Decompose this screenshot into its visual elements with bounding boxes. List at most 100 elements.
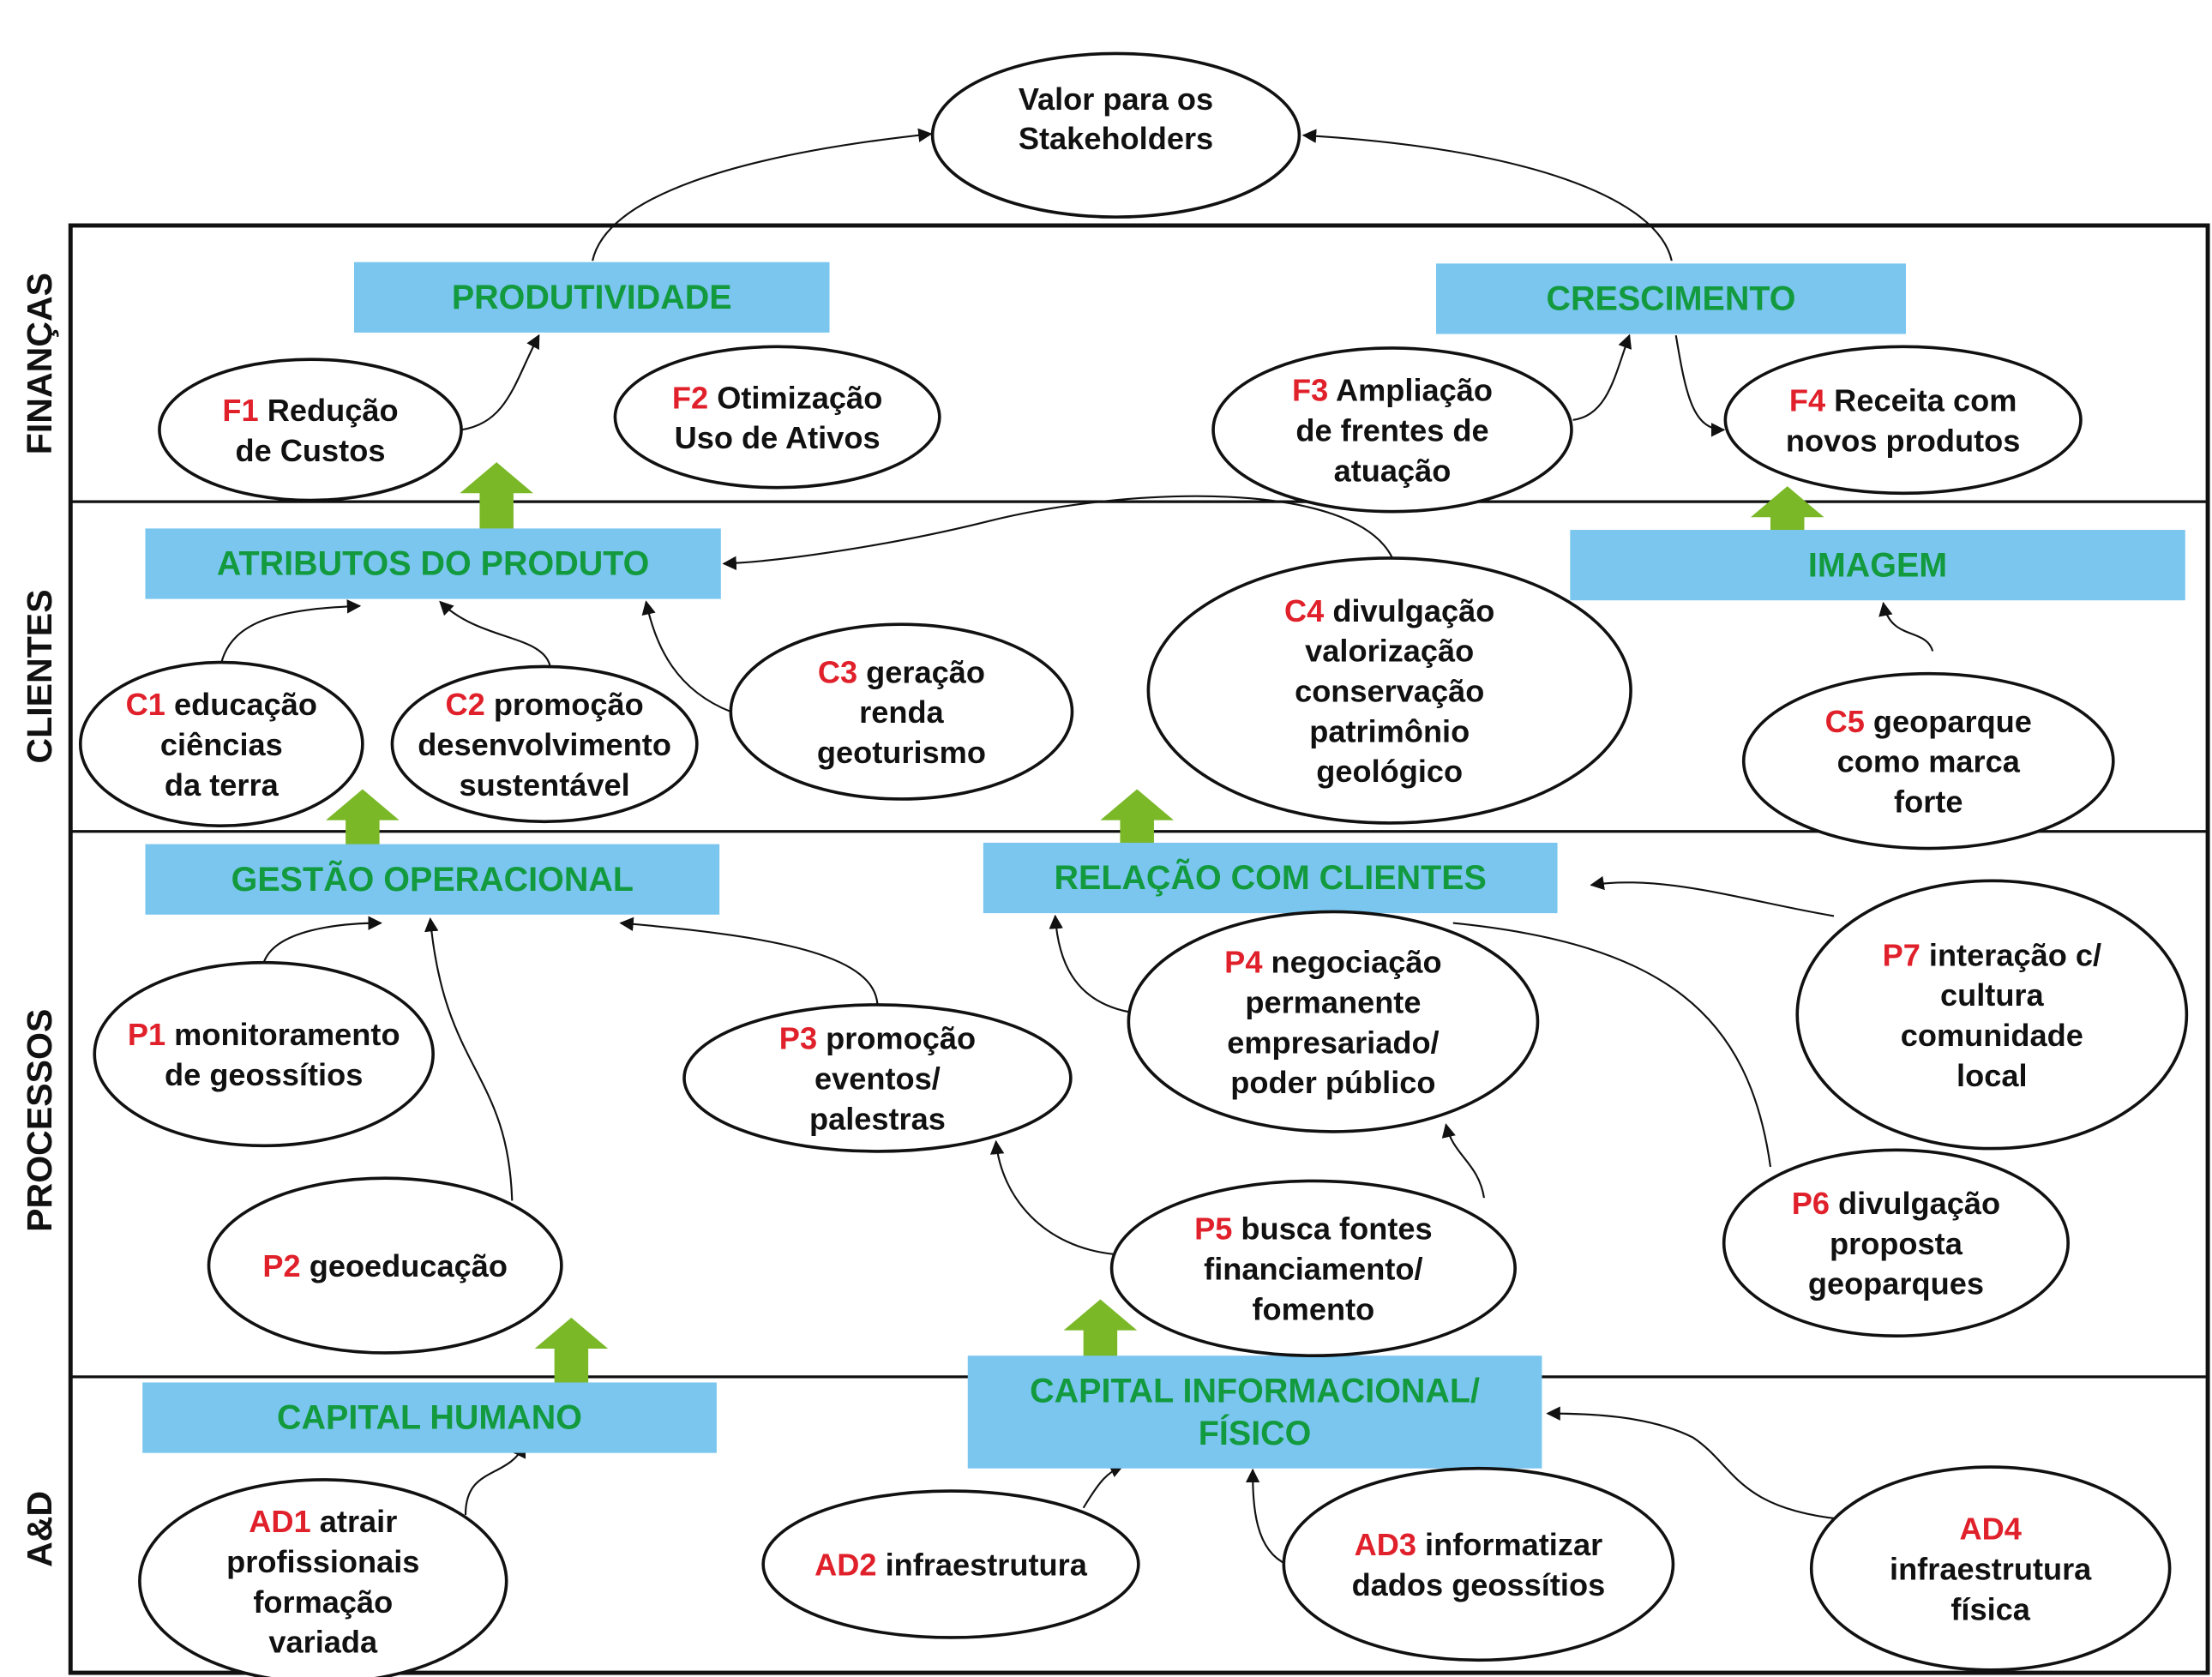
objective-code: C5 bbox=[1825, 704, 1865, 739]
objective-f4: F4 Receita com novos produtos bbox=[1723, 345, 2083, 496]
theme-atributos: ATRIBUTOS DO PRODUTO bbox=[145, 528, 721, 599]
connector-arrow bbox=[619, 917, 879, 1006]
goal-label: Stakeholders bbox=[1019, 121, 1213, 156]
objective-ad3: AD3 informatizar dados geossítios bbox=[1282, 1466, 1675, 1662]
connector-arrow bbox=[592, 128, 933, 261]
objective-label: AD3 informatizar bbox=[1355, 1527, 1603, 1562]
objective-label: Uso de Ativos bbox=[675, 420, 881, 455]
goal-label: Valor para os bbox=[1019, 81, 1213, 117]
objective-code: F4 bbox=[1789, 383, 1825, 418]
theme-label: PRODUTIVIDADE bbox=[452, 279, 732, 316]
objective-code: AD2 bbox=[814, 1548, 876, 1583]
objective-label: F2 Otimização bbox=[672, 380, 882, 415]
theme-label: CAPITAL HUMANO bbox=[277, 1399, 582, 1437]
objective-label: permanente bbox=[1245, 984, 1421, 1019]
objective-code: P6 bbox=[1792, 1186, 1830, 1221]
connector-arrow bbox=[1049, 914, 1129, 1013]
connector-arrow bbox=[424, 917, 514, 1201]
objective-label: P6 divulgação bbox=[1792, 1186, 2000, 1221]
theme-label: CAPITAL INFORMACIONAL/ bbox=[1030, 1372, 1480, 1410]
connector-arrow bbox=[641, 600, 731, 713]
objective-label: desenvolvimento bbox=[418, 727, 671, 762]
theme-imagem: IMAGEM bbox=[1570, 530, 2185, 601]
connector-arrow bbox=[1082, 1464, 1125, 1509]
objective-label: AD2 infraestrutura bbox=[814, 1548, 1088, 1583]
objective-label: C3 geração bbox=[818, 654, 985, 689]
objective-label: eventos/ bbox=[814, 1061, 941, 1097]
objective-code: C3 bbox=[818, 654, 857, 689]
connector-arrow bbox=[220, 599, 362, 663]
theme-label: RELAÇÃO COM CLIENTES bbox=[1054, 859, 1486, 897]
objective-label: da terra bbox=[165, 767, 280, 802]
objective-label: renda bbox=[859, 694, 944, 730]
objective-label: F3 Ampliação bbox=[1292, 373, 1493, 408]
objective-label: de frentes de bbox=[1295, 412, 1488, 448]
perspective-label: A&D bbox=[20, 1491, 59, 1567]
objective-label: poder público bbox=[1230, 1065, 1435, 1100]
objective-label: C1 educação bbox=[126, 687, 317, 722]
connector-arrow bbox=[460, 334, 540, 431]
objective-code: C4 bbox=[1284, 593, 1324, 628]
connector-arrow bbox=[989, 1139, 1115, 1255]
objective-code: F3 bbox=[1292, 373, 1328, 408]
objective-label: geoturismo bbox=[817, 735, 986, 770]
theme-crescimento: CRESCIMENTO bbox=[1436, 263, 1906, 334]
up-arrow-icon bbox=[460, 462, 533, 531]
objective-code: P3 bbox=[779, 1021, 817, 1056]
theme-label: CRESCIMENTO bbox=[1546, 280, 1795, 318]
objective-label: AD4 bbox=[1959, 1512, 2021, 1547]
objective-label: dados geossítios bbox=[1352, 1567, 1606, 1602]
objective-label: cultura bbox=[1940, 977, 2045, 1013]
theme-produtividade: PRODUTIVIDADE bbox=[353, 261, 830, 333]
objective-ad2: AD2 infraestrutura bbox=[761, 1489, 1140, 1639]
connector-arrow bbox=[1441, 1123, 1486, 1199]
objective-code: P2 bbox=[262, 1248, 300, 1283]
map-frame bbox=[68, 223, 2210, 1675]
objective-label: P2 geoeducação bbox=[262, 1248, 508, 1283]
objective-label: infraestrutura bbox=[1890, 1552, 2092, 1587]
objective-code: AD3 bbox=[1355, 1527, 1416, 1562]
theme-label: FÍSICO bbox=[1199, 1415, 1312, 1452]
objective-label: F4 Receita com bbox=[1789, 383, 2017, 418]
theme-capital-info: CAPITAL INFORMACIONAL/FÍSICO bbox=[967, 1355, 1542, 1469]
connector-arrow bbox=[722, 495, 1393, 571]
objective-label: P3 promoção bbox=[779, 1021, 976, 1056]
objective-label: patrimônio bbox=[1309, 713, 1470, 748]
objective-label: AD1 atrair bbox=[249, 1504, 397, 1539]
theme-label: IMAGEM bbox=[1808, 546, 1947, 584]
objective-label: C4 divulgação bbox=[1284, 593, 1494, 628]
up-arrow-icon bbox=[326, 789, 400, 857]
objective-label: como marca bbox=[1837, 744, 2021, 779]
theme-label: ATRIBUTOS DO PRODUTO bbox=[217, 545, 649, 583]
objective-label: local bbox=[1957, 1058, 2027, 1093]
up-arrow-icon bbox=[1063, 1299, 1138, 1367]
objective-label: novos produtos bbox=[1786, 423, 2020, 458]
objective-label: forte bbox=[1894, 784, 1963, 820]
objective-label: F1 Redução bbox=[222, 393, 398, 428]
objective-label: ciências bbox=[160, 727, 283, 762]
objective-label: de geossítios bbox=[165, 1057, 363, 1092]
objective-label: financiamento/ bbox=[1204, 1251, 1422, 1286]
objective-label: C2 promoção bbox=[445, 687, 643, 722]
theme-relacao: RELAÇÃO COM CLIENTES bbox=[983, 842, 1558, 914]
connector-arrow bbox=[464, 1443, 526, 1515]
connector-line bbox=[1452, 922, 1772, 1168]
objective-code: AD4 bbox=[1959, 1512, 2021, 1547]
objective-code: P5 bbox=[1194, 1211, 1232, 1247]
objective-code: P4 bbox=[1224, 945, 1262, 980]
up-arrow-icon bbox=[1100, 789, 1174, 857]
connector-arrow bbox=[1674, 335, 1726, 437]
objective-label: formação bbox=[253, 1584, 393, 1620]
objective-c4: C4 divulgaçãovalorizaçãoconservaçãopatri… bbox=[1146, 556, 1632, 825]
objective-code: C2 bbox=[445, 687, 484, 722]
objective-label: valorização bbox=[1305, 634, 1474, 669]
connector-arrow bbox=[1301, 129, 1673, 261]
objective-code: F2 bbox=[672, 380, 708, 415]
